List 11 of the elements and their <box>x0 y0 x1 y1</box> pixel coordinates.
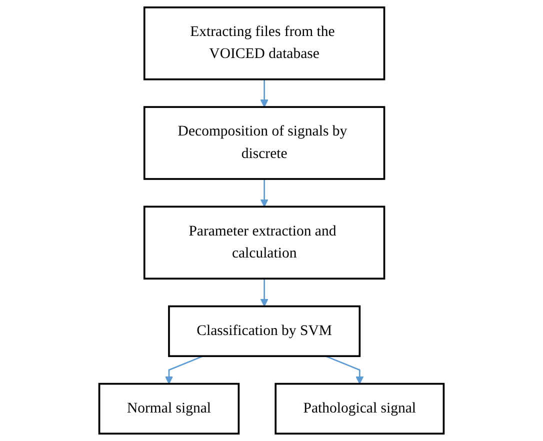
node-box: Parameter extraction and calculation <box>143 206 386 280</box>
node-box: Extracting files from the VOICED database <box>143 6 386 80</box>
node-box: Decomposition of signals by discrete <box>143 106 386 180</box>
arrow <box>260 178 268 208</box>
node-box: Classification by SVM <box>168 305 361 358</box>
node-box: Pathological signal <box>274 382 445 435</box>
arrow <box>164 355 204 384</box>
node-box: Normal signal <box>98 382 240 435</box>
arrow <box>325 355 364 384</box>
arrow <box>260 278 268 307</box>
arrow <box>260 79 268 108</box>
